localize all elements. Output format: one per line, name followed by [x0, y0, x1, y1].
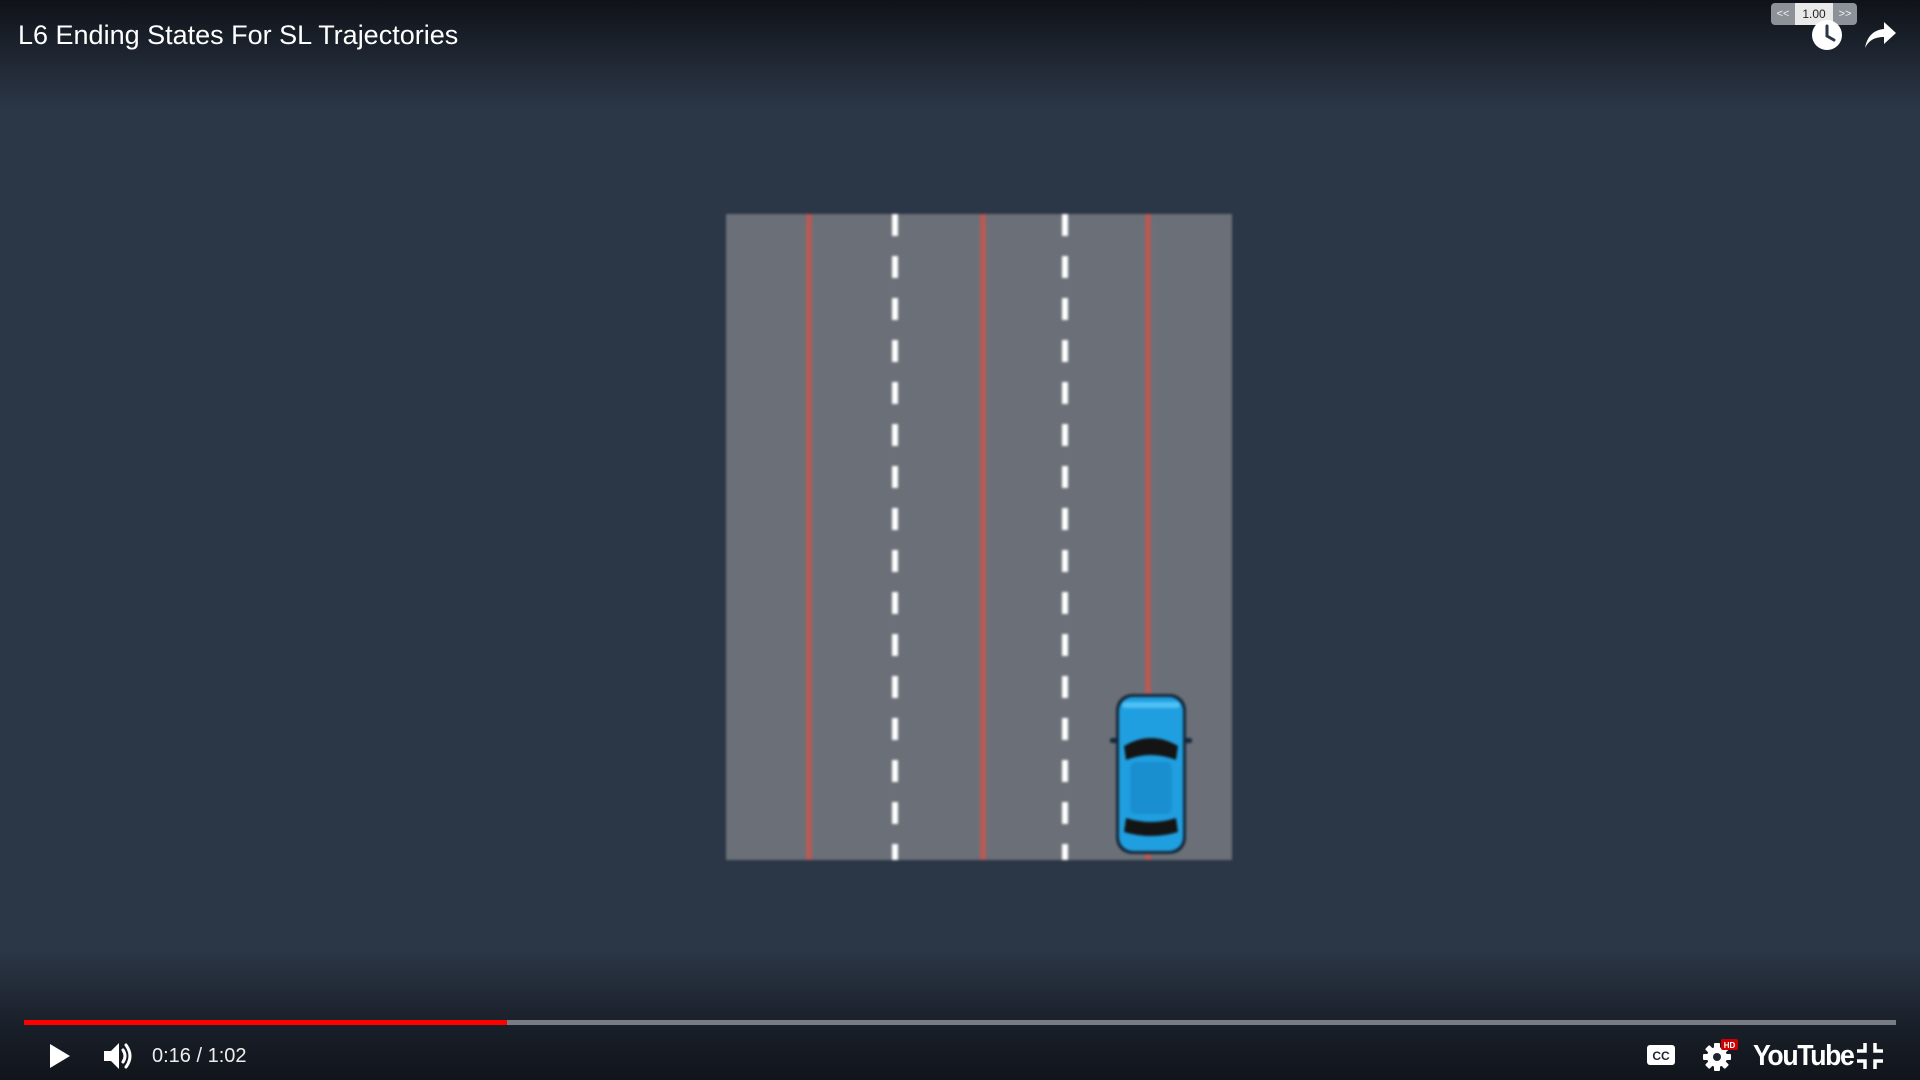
watch-later-button[interactable] — [1810, 18, 1844, 52]
car — [1110, 694, 1192, 854]
hd-badge-label: HD — [1724, 1041, 1736, 1050]
exit-fullscreen-button[interactable] — [1852, 1038, 1888, 1074]
share-button[interactable] — [1862, 18, 1898, 52]
time-display: 0:16 / 1:02 — [152, 1045, 247, 1067]
gear-icon: HD — [1703, 1039, 1738, 1071]
svg-text:CC: CC — [1652, 1049, 1670, 1063]
progress-bar[interactable] — [24, 1020, 1896, 1025]
settings-button[interactable]: HD — [1700, 1036, 1740, 1074]
play-icon — [50, 1044, 70, 1068]
youtube-logo[interactable]: YouTube — [1753, 1040, 1855, 1072]
road-scene — [726, 214, 1232, 860]
top-gradient — [0, 0, 1920, 110]
control-bar: 0:16 / 1:02 CC HD YouTube — [0, 1030, 1920, 1080]
bottom-gradient — [0, 950, 1920, 1080]
share-arrow-icon — [1865, 22, 1896, 48]
speed-value: 1.00 — [1795, 3, 1833, 25]
volume-icon — [104, 1043, 132, 1069]
video-title[interactable]: L6 Ending States For SL Trajectories — [18, 20, 459, 50]
hd-badge — [1721, 1039, 1738, 1050]
speed-slower-button[interactable]: << — [1771, 3, 1795, 25]
cc-icon: CC — [1647, 1045, 1675, 1065]
captions-button[interactable]: CC — [1644, 1040, 1678, 1070]
progress-played — [24, 1020, 507, 1025]
play-button[interactable] — [40, 1038, 76, 1074]
exit-fullscreen-icon — [1857, 1043, 1883, 1069]
volume-button[interactable] — [100, 1038, 138, 1074]
clock-icon — [1812, 20, 1842, 50]
playback-speed-control: << 1.00 >> — [1771, 2, 1857, 26]
speed-faster-button[interactable]: >> — [1833, 3, 1857, 25]
